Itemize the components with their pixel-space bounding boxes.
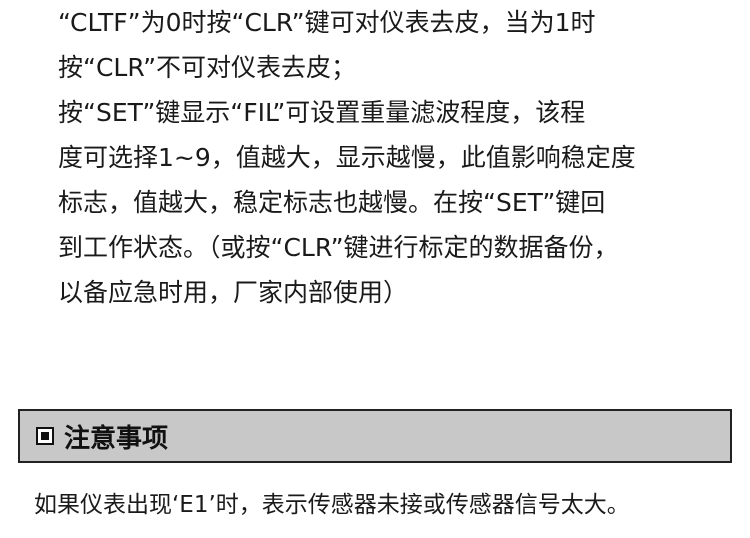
paragraph-line: 以备应急时用，厂家内部使用） — [58, 278, 409, 307]
notice-header: 注意事项 — [18, 409, 732, 463]
paragraph-line: 到工作状态。（或按“CLR”键进行标定的数据备份， — [58, 233, 619, 262]
square-bullet-icon — [36, 427, 54, 445]
paragraph-line: 按“SET”键显示“FIL”可设置重量滤波程度，该程 — [58, 98, 586, 127]
instruction-paragraph: “CLTF”为0时按“CLR”键可对仪表去皮，当为1时 按“CLR”不可对仪表去… — [58, 0, 738, 315]
notice-title: 注意事项 — [64, 423, 169, 454]
notice-text: 如果仪表出现‘E1’时，表示传感器未接或传感器信号太大。 — [34, 492, 630, 518]
paragraph-line: 度可选择1~9，值越大，显示越慢，此值影响稳定度 — [58, 143, 636, 172]
paragraph-line: 按“CLR”不可对仪表去皮； — [58, 53, 357, 82]
paragraph-line: 标志，值越大，稳定标志也越慢。在按“SET”键回 — [58, 188, 606, 217]
paragraph-line: “CLTF”为0时按“CLR”键可对仪表去皮，当为1时 — [58, 8, 596, 37]
